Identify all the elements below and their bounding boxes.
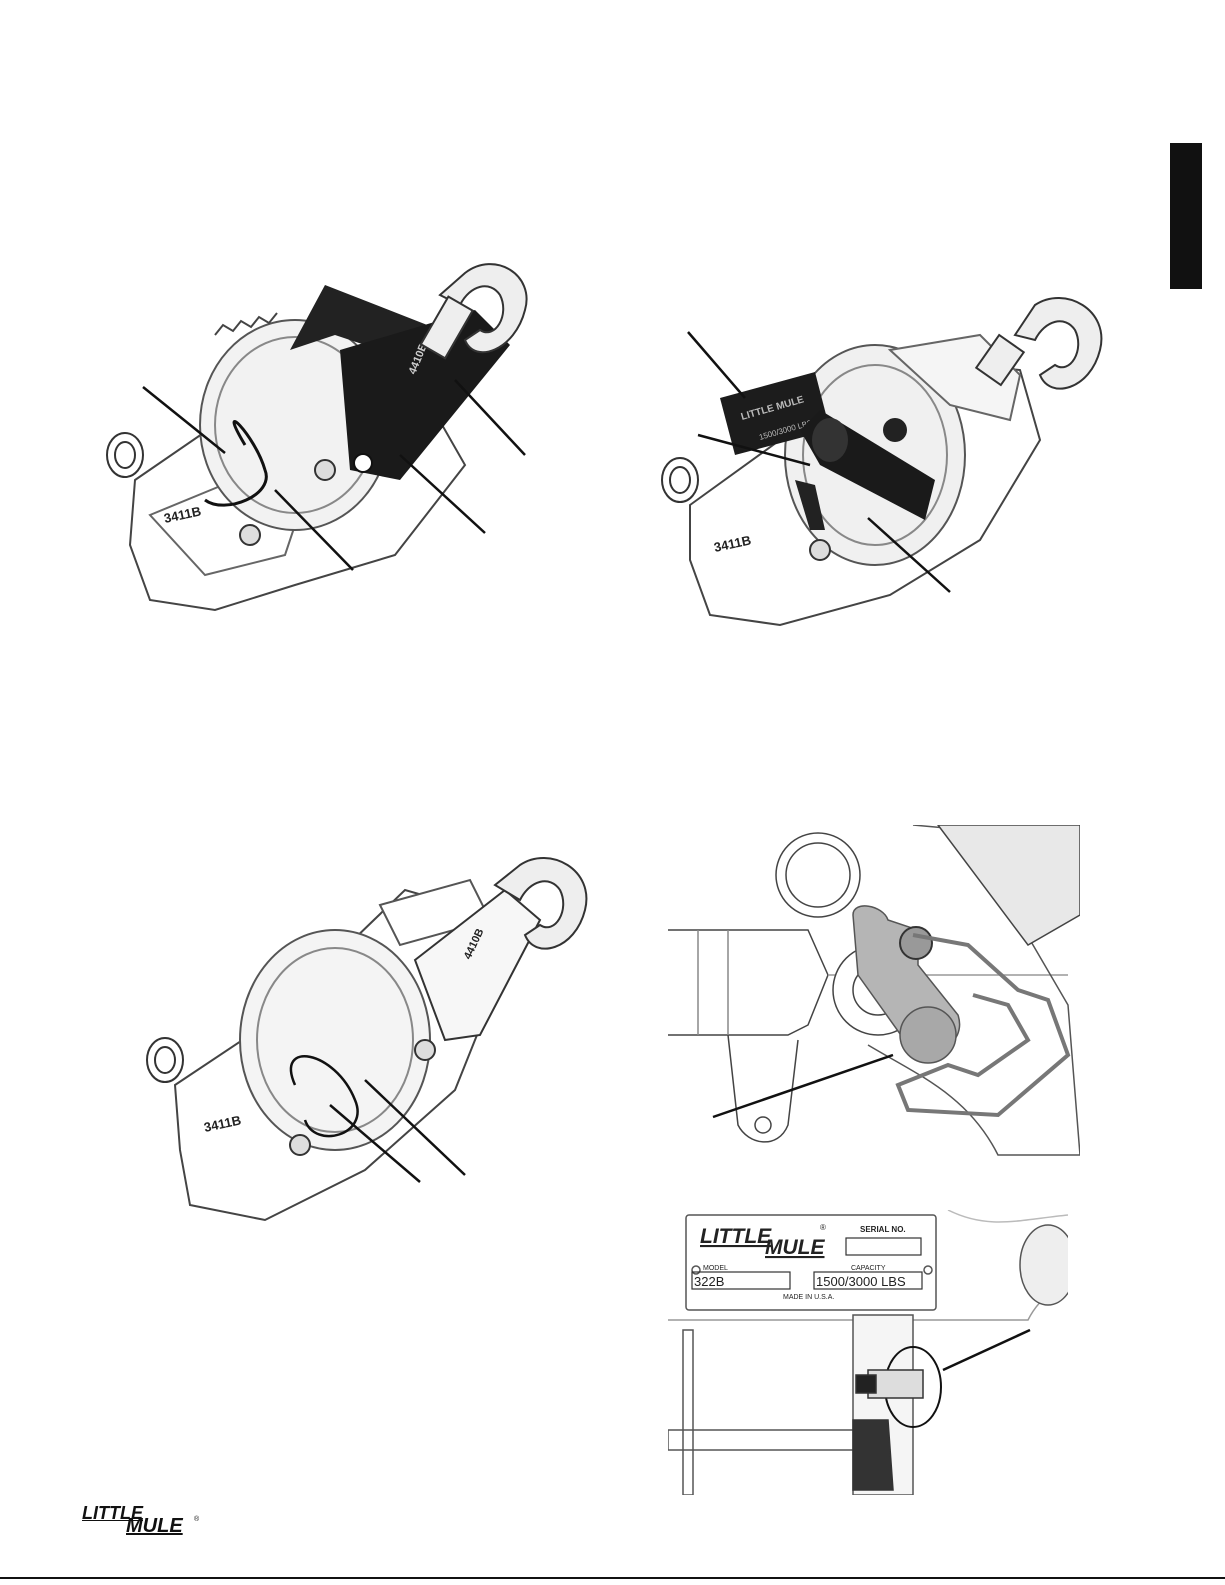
- section-tab: [1170, 143, 1202, 289]
- pull-ring: [107, 433, 143, 477]
- callout-leader: [943, 1330, 1030, 1370]
- logo-registered: ®: [194, 1516, 199, 1523]
- model-label: MODEL: [703, 1265, 728, 1272]
- callout-leader: [713, 1055, 893, 1117]
- footer-logo: LITTLE MULE ®: [82, 1500, 202, 1546]
- model-value: 322B: [694, 1274, 724, 1289]
- casting-label: 3411B: [203, 1112, 243, 1134]
- figure-nameplate-detail: LITTLE MULE ® SERIAL NO. MODEL 322B CAPA…: [668, 1210, 1068, 1495]
- serial-box: [846, 1238, 921, 1255]
- pull-ring: [662, 458, 698, 502]
- hoist-illustration-3: 4410B 3411B: [135, 850, 605, 1235]
- plate-brand-word1: LITTLE: [700, 1225, 772, 1248]
- figure-hoist-outline: 4410B 3411B: [135, 850, 605, 1235]
- capacity-value: 1500/3000 LBS: [816, 1274, 906, 1289]
- nameplate-illustration: LITTLE MULE ® SERIAL NO. MODEL 322B CAPA…: [668, 1210, 1068, 1495]
- hook: [976, 298, 1101, 389]
- origin-text: MADE IN U.S.A.: [783, 1294, 834, 1301]
- cable-drum: [240, 930, 430, 1150]
- hoist-illustration-2: 3411B LITTLE MULE 1500/3000 LBS: [650, 280, 1115, 635]
- casting-label: 3411B: [713, 532, 753, 554]
- figure-hoist-handle-stowed: 3411B 4410B: [95, 255, 565, 625]
- hoist-illustration-1: 3411B 4410B: [95, 255, 565, 625]
- plate-brand-word2: MULE: [765, 1236, 825, 1259]
- serial-label: SERIAL NO.: [860, 1225, 906, 1234]
- pull-ring: [147, 1038, 183, 1082]
- footer-rule: [0, 1577, 1225, 1579]
- figure-hoist-handle-extended: 3411B LITTLE MULE 1500/3000 LBS: [650, 280, 1115, 635]
- capacity-label: CAPACITY: [851, 1265, 886, 1272]
- pawl-detail-illustration: [668, 825, 1080, 1165]
- figure-pawl-detail: [668, 825, 1080, 1165]
- logo-word-mule: MULE: [126, 1516, 183, 1536]
- plate-reg: ®: [820, 1223, 826, 1232]
